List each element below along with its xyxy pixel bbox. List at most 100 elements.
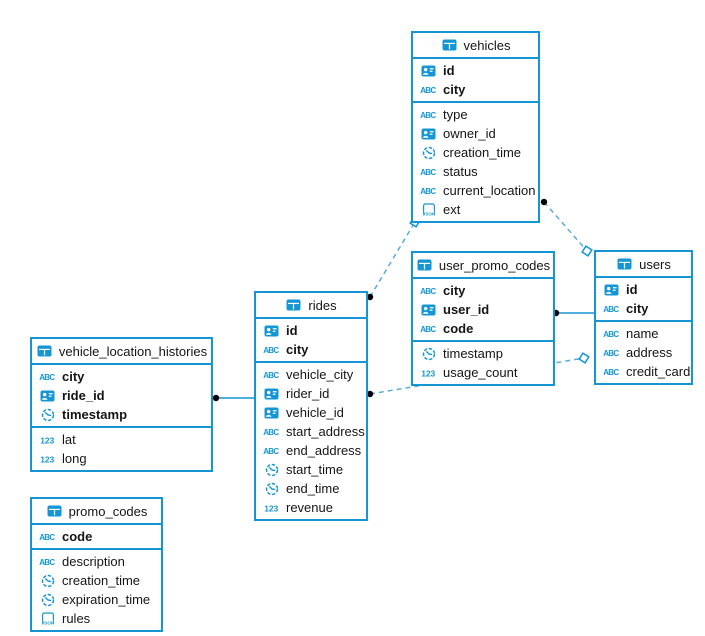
relationship-line: [543, 201, 588, 252]
column-name: address: [626, 345, 673, 360]
id-type-icon: [263, 324, 280, 338]
text-type-icon: ABC: [263, 444, 280, 458]
text-type-icon: ABC: [603, 346, 620, 360]
column-row-id: id: [596, 280, 691, 299]
column-name: id: [626, 282, 638, 297]
json-type-icon: JSON: [39, 611, 56, 626]
text-type-icon: ABC: [39, 555, 56, 569]
table-header[interactable]: rides: [256, 293, 366, 319]
column-name: start_address: [286, 424, 365, 439]
column-name: name: [626, 326, 659, 341]
table-icon: [285, 298, 302, 312]
column-row-creation_time: creation_time: [32, 571, 161, 590]
column-name: id: [443, 63, 455, 78]
relationship-square-endpoint: [578, 352, 590, 364]
column-row-long: 123 long: [32, 449, 211, 468]
id-type-icon: [603, 283, 620, 297]
column-name: current_location: [443, 183, 536, 198]
relationship-square-endpoint: [581, 245, 593, 257]
svg-text:JSON: JSON: [422, 211, 435, 216]
id-type-icon: [263, 387, 280, 401]
svg-text:ABC: ABC: [603, 330, 619, 339]
column-row-owner_id: owner_id: [413, 124, 538, 143]
column-row-start_time: start_time: [256, 460, 366, 479]
text-type-icon: ABC: [39, 370, 56, 384]
text-type-icon: ABC: [420, 284, 437, 298]
svg-text:ABC: ABC: [420, 287, 436, 296]
column-row-id: id: [413, 61, 538, 80]
column-name: expiration_time: [62, 592, 151, 607]
column-name: owner_id: [443, 126, 496, 141]
text-type-icon: ABC: [263, 368, 280, 382]
svg-text:JSON: JSON: [41, 620, 54, 625]
svg-text:ABC: ABC: [263, 371, 279, 380]
svg-text:ABC: ABC: [39, 533, 55, 542]
column-name: vehicle_id: [286, 405, 344, 420]
relationship-vehicle_location_histories-rides[interactable]: [212, 394, 254, 402]
column-row-id: id: [256, 321, 366, 340]
column-name: timestamp: [443, 346, 503, 361]
relationship-user_promo_codes-users[interactable]: [552, 309, 594, 317]
text-type-icon: ABC: [420, 184, 437, 198]
json-type-icon: JSON: [420, 202, 437, 217]
svg-text:ABC: ABC: [420, 86, 436, 95]
id-type-icon: [420, 127, 437, 141]
text-type-icon: ABC: [263, 425, 280, 439]
svg-text:ABC: ABC: [420, 187, 436, 196]
text-type-icon: ABC: [39, 530, 56, 544]
text-type-icon: ABC: [420, 322, 437, 336]
table-icon: [36, 344, 53, 358]
table-header[interactable]: promo_codes: [32, 499, 161, 525]
column-name: status: [443, 164, 478, 179]
column-name: type: [443, 107, 468, 122]
column-name: vehicle_city: [286, 367, 354, 382]
column-name: usage_count: [443, 365, 518, 380]
svg-text:ABC: ABC: [39, 373, 55, 382]
column-name: user_id: [443, 302, 490, 317]
svg-text:ABC: ABC: [603, 349, 619, 358]
column-row-address: ABC address: [596, 343, 691, 362]
column-row-vehicle_id: vehicle_id: [256, 403, 366, 422]
column-name: credit_card: [626, 364, 691, 379]
table-header[interactable]: user_promo_codes: [413, 253, 553, 279]
table-header[interactable]: vehicles: [413, 33, 538, 59]
number-type-icon: 123: [39, 452, 56, 466]
relationship-dot-endpoint: [366, 390, 374, 398]
column-row-ride_id: ride_id: [32, 386, 211, 405]
column-name: long: [62, 451, 87, 466]
column-name: revenue: [286, 500, 333, 515]
table-header[interactable]: users: [596, 252, 691, 278]
timestamp-type-icon: [420, 146, 437, 160]
text-type-icon: ABC: [603, 327, 620, 341]
column-name: creation_time: [443, 145, 522, 160]
column-row-timestamp: timestamp: [413, 344, 553, 363]
column-row-start_address: ABC start_address: [256, 422, 366, 441]
table-header[interactable]: vehicle_location_histories: [32, 339, 211, 365]
timestamp-type-icon: [39, 408, 56, 422]
id-type-icon: [39, 389, 56, 403]
column-row-current_location: ABC current_location: [413, 181, 538, 200]
relationship-users-vehicles[interactable]: [540, 198, 593, 257]
text-type-icon: ABC: [420, 83, 437, 97]
